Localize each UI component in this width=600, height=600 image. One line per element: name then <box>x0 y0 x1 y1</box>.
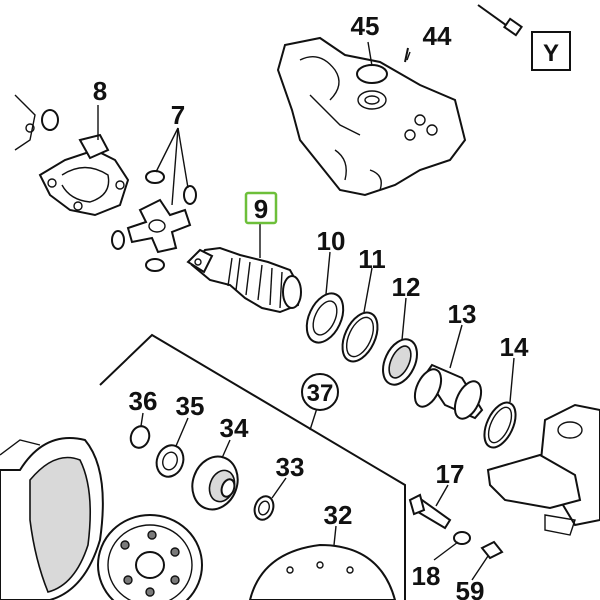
callout-45: 45 <box>351 11 380 41</box>
callout-8: 8 <box>93 76 107 106</box>
callout-59: 59 <box>456 576 485 600</box>
steering-knuckle <box>486 403 600 536</box>
washer-18 <box>453 531 471 545</box>
drive-shaft-9 <box>186 246 302 314</box>
callout-32: 32 <box>324 500 353 530</box>
leader-lines <box>97 41 515 581</box>
bearing-33 <box>253 495 275 521</box>
highlight-box <box>244 191 278 225</box>
seal-10 <box>305 292 345 344</box>
callout-37-circle <box>301 373 339 411</box>
ring-gear <box>0 437 104 600</box>
bolt-17 <box>408 493 452 530</box>
callout-34: 34 <box>220 413 249 443</box>
callout-44: 44 <box>423 21 452 51</box>
bleed-fitting <box>503 17 523 37</box>
callout-13: 13 <box>448 299 477 329</box>
callout-35: 35 <box>176 391 205 421</box>
bleed-line <box>477 4 511 29</box>
seal-ring-7d <box>145 258 165 272</box>
corner-tag-box <box>531 31 571 71</box>
callout-18: 18 <box>412 561 441 591</box>
thrust-washer-36 <box>129 425 151 449</box>
callout-10: 10 <box>317 226 346 256</box>
seal-ring-7c <box>111 230 125 250</box>
shaft-end-left <box>14 94 59 151</box>
universal-cross-7 <box>126 198 192 254</box>
bushing-13 <box>413 363 484 420</box>
axle-housing <box>276 36 467 197</box>
plug-59 <box>480 540 504 560</box>
ring-11 <box>341 311 379 363</box>
corner-tag: Y <box>543 40 559 67</box>
callout-33: 33 <box>276 452 305 482</box>
group-bracket-37 <box>99 333 406 600</box>
planet-gear-34 <box>191 455 239 511</box>
callout-14: 14 <box>500 332 529 362</box>
snap-ring-14 <box>483 401 517 449</box>
seal-ring-7a <box>145 170 165 184</box>
gear-35 <box>155 444 185 478</box>
callout-7: 7 <box>171 100 185 130</box>
callout-17: 17 <box>436 459 465 489</box>
plug-45 <box>356 64 388 84</box>
planet-carrier <box>97 514 203 600</box>
callout-9: 9 <box>254 194 268 224</box>
seal-ring-7b <box>183 185 197 205</box>
callout-36: 36 <box>129 386 158 416</box>
callout-37: 37 <box>307 380 334 407</box>
callout-12: 12 <box>392 272 421 302</box>
callout-11: 11 <box>358 244 386 274</box>
yoke-flange-8 <box>38 133 130 217</box>
screw-44 <box>404 47 409 63</box>
brake-disc-32 <box>248 543 397 600</box>
